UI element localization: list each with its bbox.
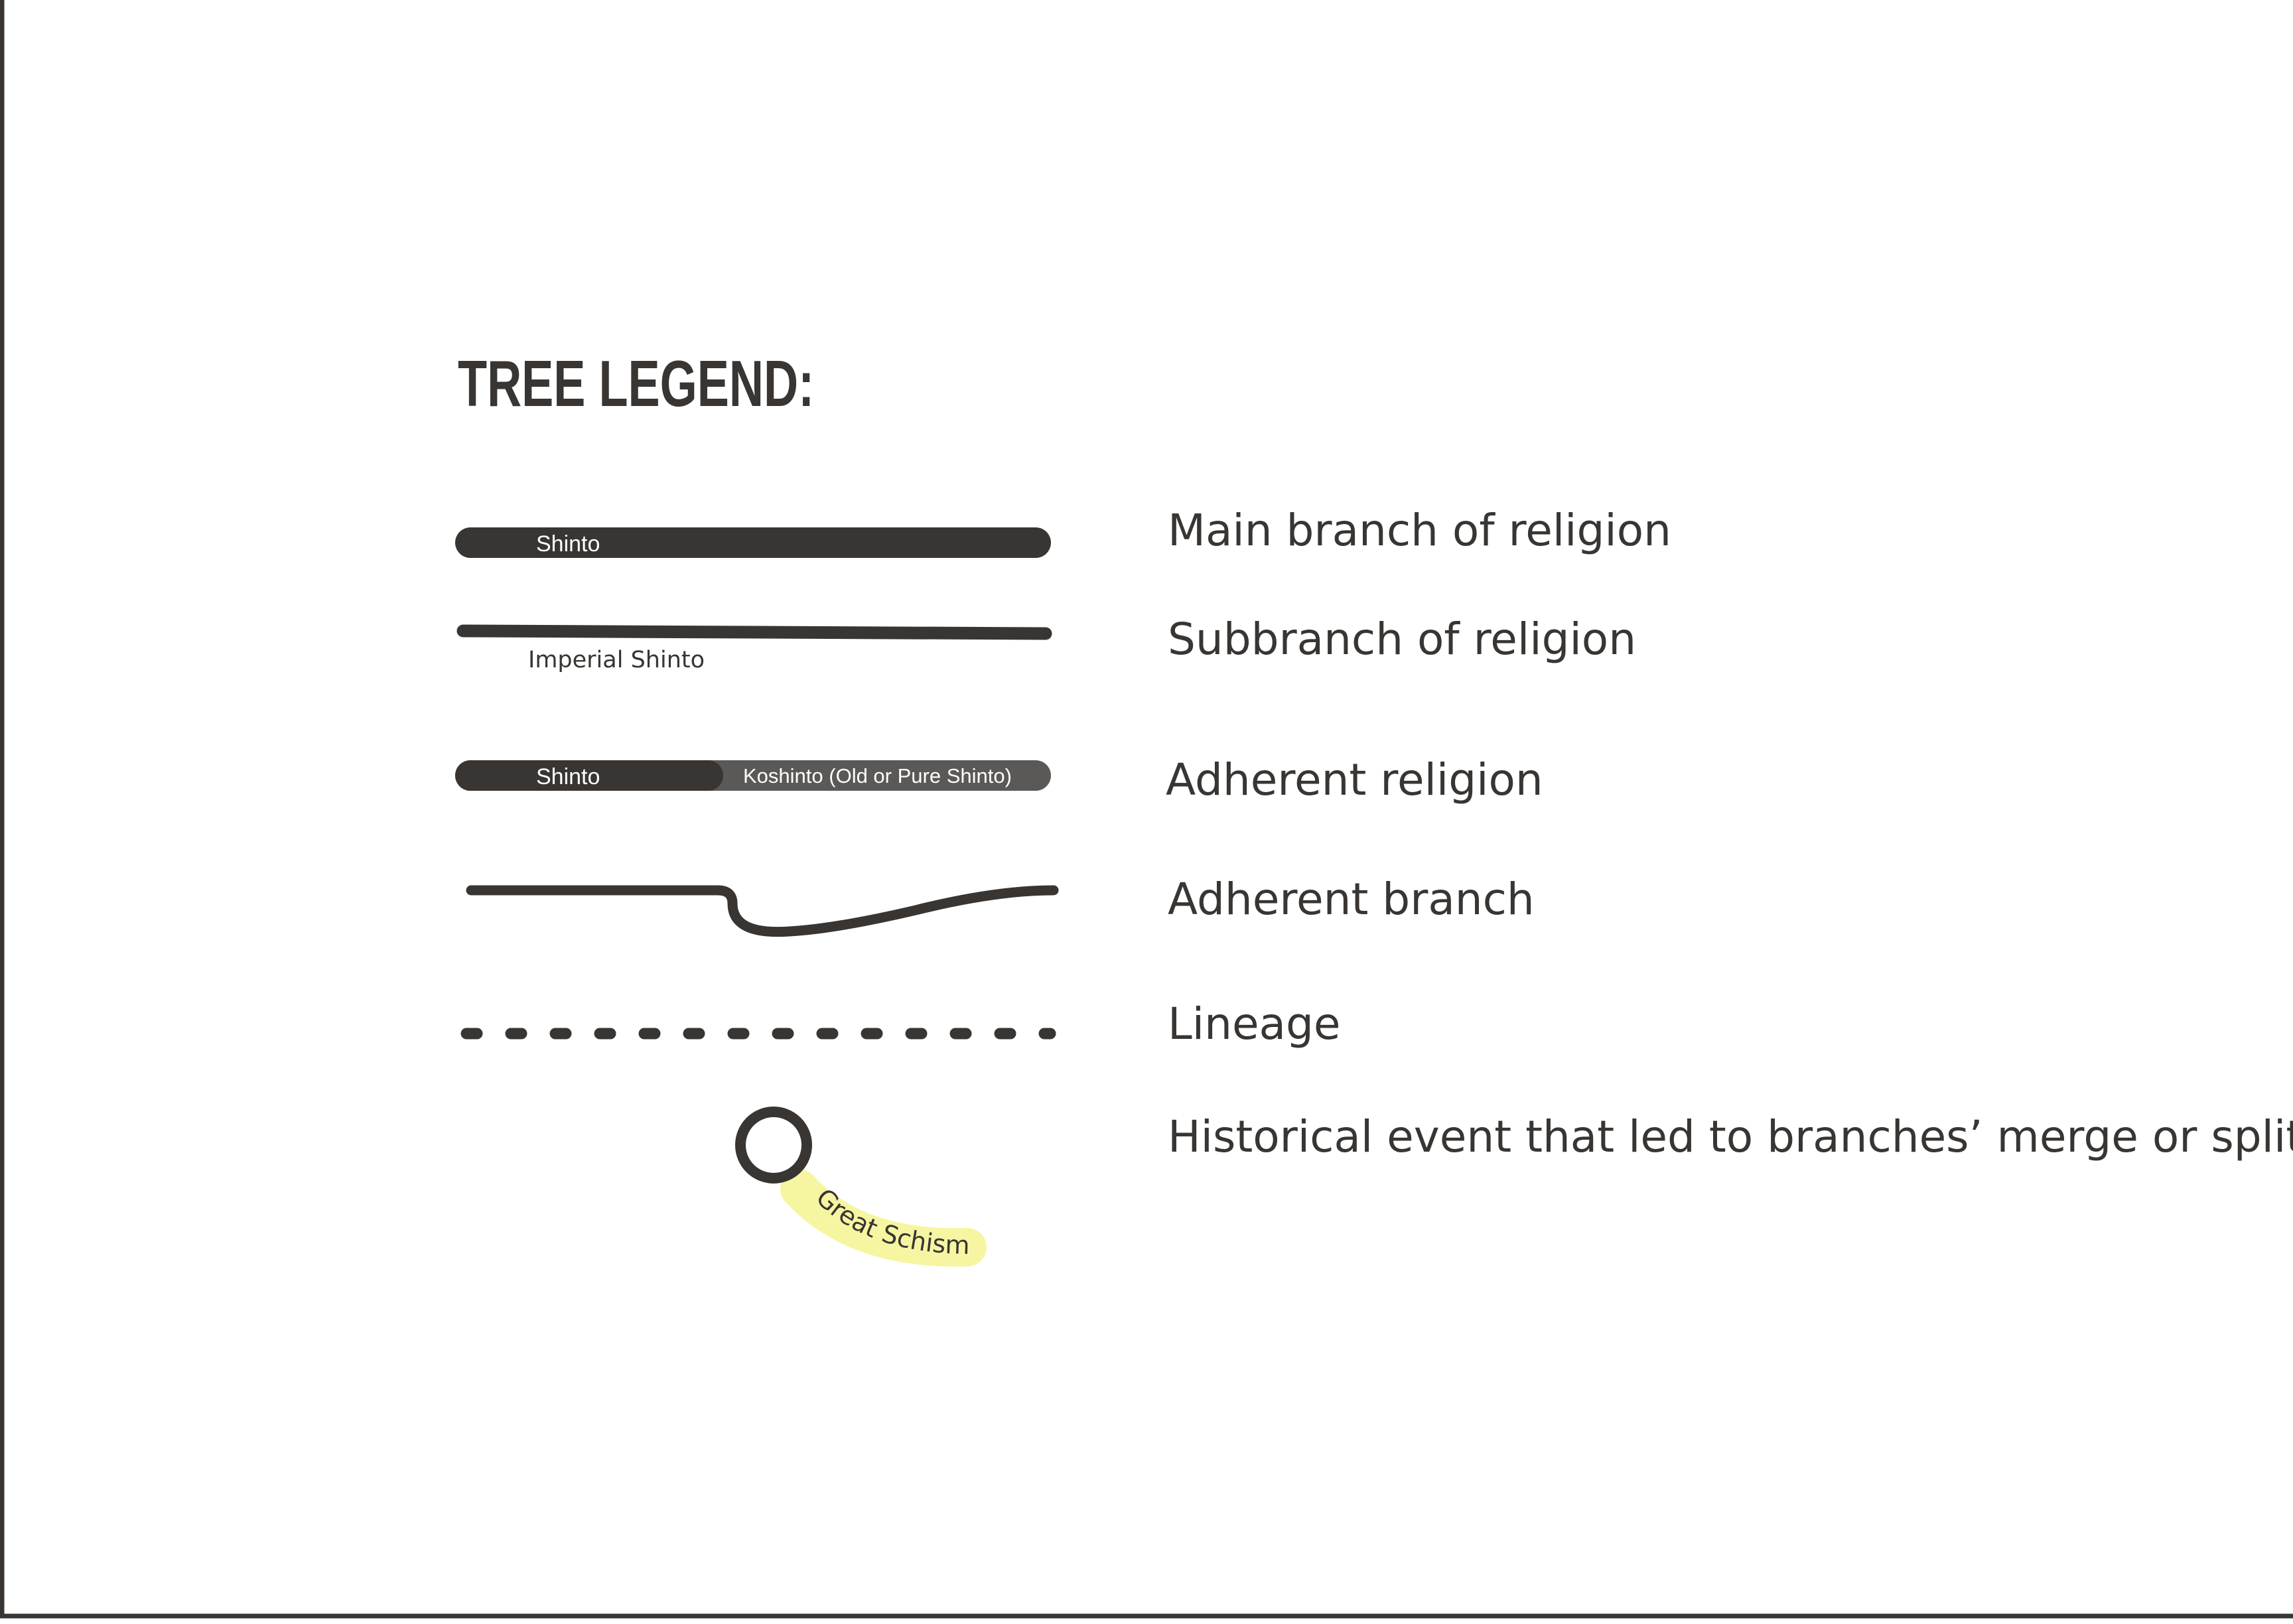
subbranch-line xyxy=(456,624,1052,640)
historical-event-description: Historical event that led to branches’ m… xyxy=(1168,1111,2293,1162)
historical-event-marker xyxy=(735,1107,812,1184)
great-schism-label: Great Schism xyxy=(811,1183,971,1260)
great-schism-label-path-text: Great Schism xyxy=(811,1183,971,1260)
adherent-branch-description: Adherent branch xyxy=(1168,874,1535,925)
legend-title: TREE LEGEND: xyxy=(458,348,814,421)
adherent-religion-secondary-label: Koshinto (Old or Pure Shinto) xyxy=(743,764,1012,787)
main-branch-description: Main branch of religion xyxy=(1168,505,1671,556)
main-branch-bar xyxy=(455,527,1051,558)
subbranch-description: Subbranch of religion xyxy=(1168,614,1636,665)
subbranch-line-label: Imperial Shinto xyxy=(528,647,705,673)
adherent-religion-description: Adherent religion xyxy=(1166,754,1543,805)
great-schism-highlight xyxy=(780,1170,987,1267)
adherent-religion-primary-label: Shinto xyxy=(536,764,600,789)
adherent-branch-curve xyxy=(466,885,1059,937)
lineage-description: Lineage xyxy=(1168,998,1341,1049)
main-branch-bar-label: Shinto xyxy=(536,531,600,557)
adherent-religion-primary-bar xyxy=(455,760,723,791)
